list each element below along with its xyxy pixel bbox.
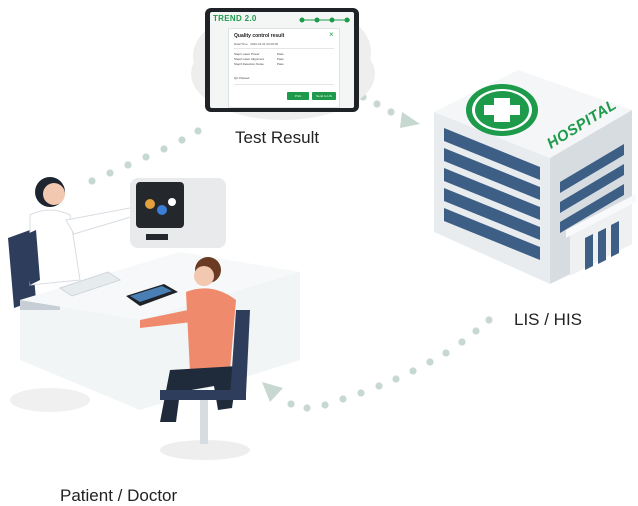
hospital-building (434, 70, 636, 284)
dotted-path-hospital-to-doctor (287, 316, 493, 412)
dotted-path-doctor-to-result (88, 127, 202, 185)
qc-row-name: Step2 Laser Alignment (234, 57, 265, 61)
dotted-path-result-to-hospital (359, 93, 395, 116)
send-to-lis-button[interactable]: Send to LIS (312, 92, 336, 100)
test-result-label: Test Result (235, 128, 320, 147)
qc-row-name: Step1 Laser Power (234, 52, 260, 56)
arrow-to-hospital-icon (400, 112, 420, 128)
qc-row: Step3 Detection Noise Pass (234, 62, 334, 67)
qc-row: Step1 Laser Power Pass (234, 52, 334, 57)
date-line: Date/Time 2022-01-01 00:00:00 (234, 42, 279, 46)
qc-rows: Step1 Laser Power Pass Step2 Laser Align… (234, 52, 334, 67)
qc-row-value: Pass (277, 57, 284, 61)
arrow-to-doctor-icon (262, 382, 283, 402)
progress-steps (299, 17, 350, 23)
divider (234, 48, 334, 49)
qc-summary: QC Passed (234, 76, 250, 80)
tablet-screen: TREND 2.0 Quality control result × Date/… (210, 12, 354, 108)
close-icon[interactable]: × (329, 30, 334, 39)
tablet-device: TREND 2.0 Quality control result × Date/… (205, 8, 359, 112)
qc-row-value: Pass (277, 62, 284, 66)
lis-his-label: LIS / HIS (514, 310, 583, 329)
qc-dialog: Quality control result × Date/Time 2022-… (228, 28, 340, 108)
consultation-scene (8, 177, 300, 460)
patient-doctor-label: Patient / Doctor (60, 486, 178, 505)
print-button[interactable]: Print (287, 92, 309, 100)
dialog-title: Quality control result (234, 33, 285, 39)
qc-row-value: Pass (277, 52, 284, 56)
divider (234, 84, 334, 85)
brand-logo: TREND 2.0 (213, 14, 257, 23)
test-result-illustration: TREND 2.0 Quality control result × Date/… (188, 4, 378, 122)
qc-row: Step2 Laser Alignment Pass (234, 57, 334, 62)
qc-row-name: Step3 Detection Noise (234, 62, 264, 66)
